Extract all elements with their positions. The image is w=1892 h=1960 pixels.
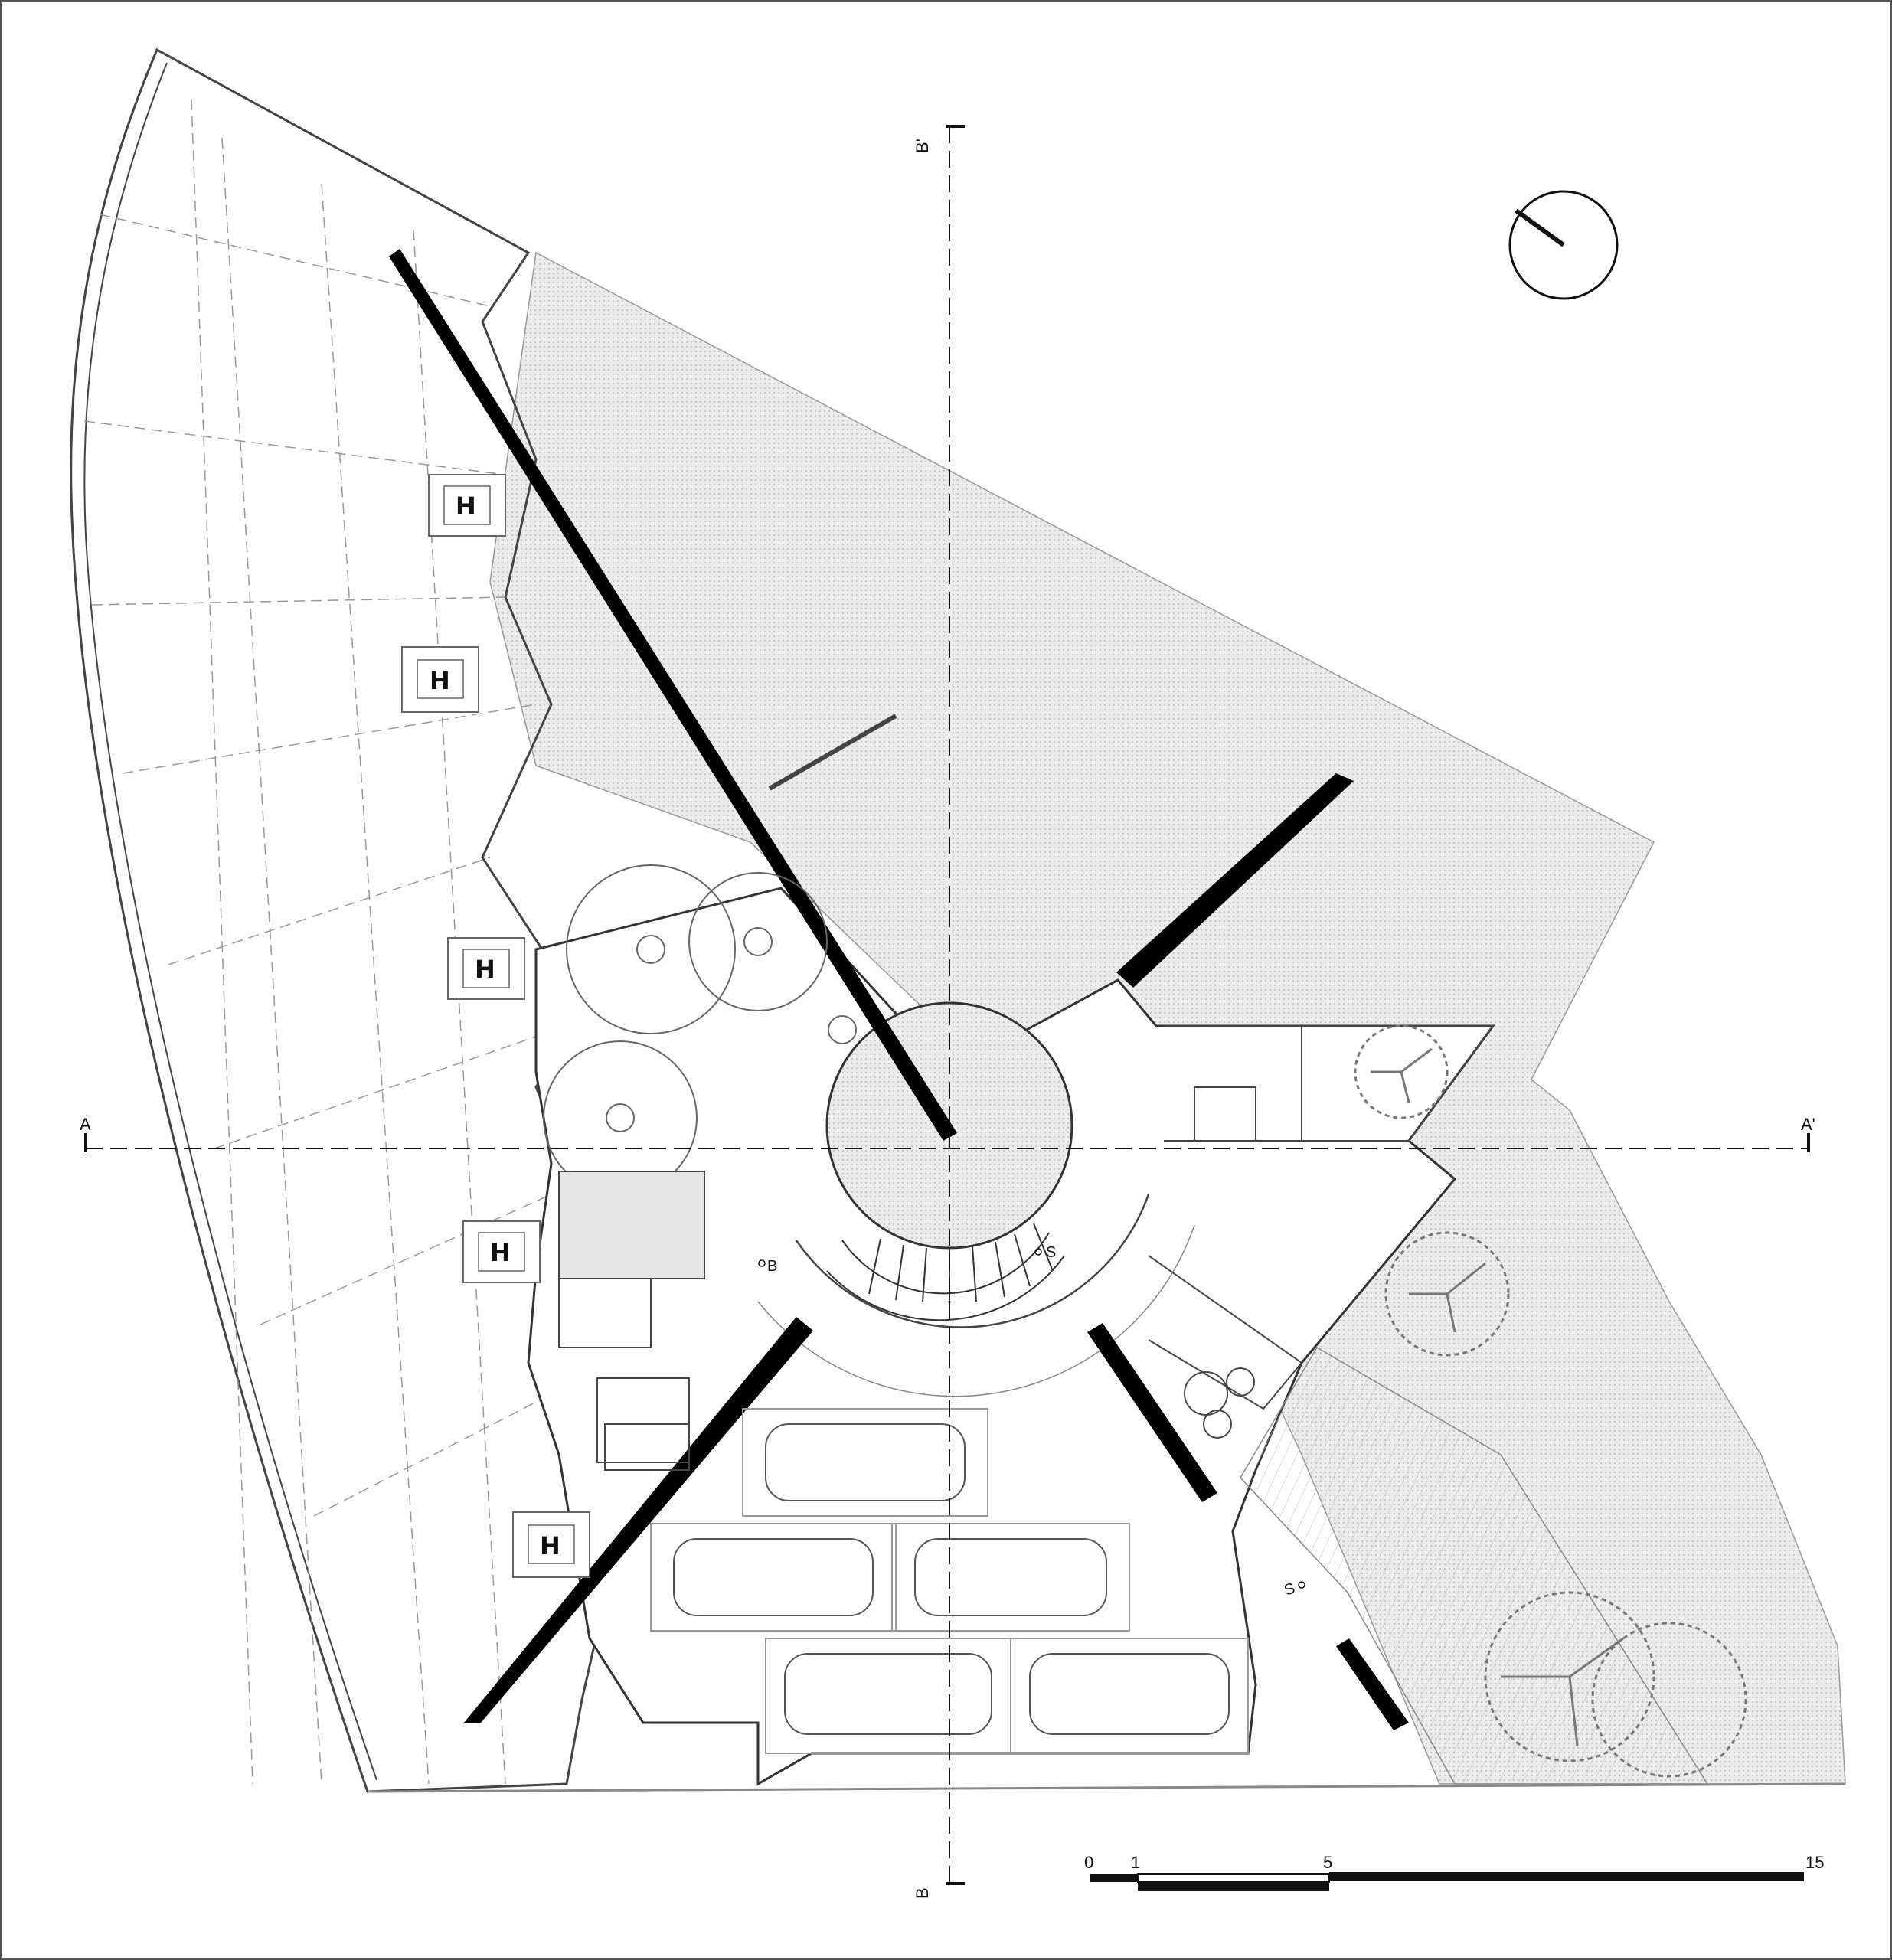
round-elements xyxy=(543,864,857,1195)
ring-corridor xyxy=(795,1194,1150,1328)
scale-bar: 0 1 5 15 xyxy=(1084,1853,1824,1891)
svg-text:H: H xyxy=(456,492,476,521)
north-arrow xyxy=(1508,190,1619,300)
ring-corridor-outer xyxy=(757,1224,1195,1397)
service-stair-mark: B xyxy=(767,1258,777,1275)
hydrant-marker: H xyxy=(462,1220,541,1283)
garden-area xyxy=(489,251,1846,1785)
hydrant-marker: H xyxy=(512,1511,590,1578)
svg-text:H: H xyxy=(475,955,495,984)
svg-text:H: H xyxy=(430,666,450,695)
terrace-inner-edge xyxy=(83,62,377,1781)
section-a-end-label: A' xyxy=(1801,1115,1815,1134)
svg-text:H: H xyxy=(490,1238,511,1267)
scale-tick-5: 5 xyxy=(1323,1853,1332,1872)
trees xyxy=(1354,1024,1747,1778)
hydrant-marker: H xyxy=(401,646,479,713)
scale-tick-1: 1 xyxy=(1131,1853,1140,1872)
scale-tick-15: 15 xyxy=(1805,1853,1824,1872)
garage-cars xyxy=(650,1408,1249,1754)
section-b-end-label: B' xyxy=(913,139,932,153)
hydrant-marker: H xyxy=(447,937,525,1000)
ramp-mark: S xyxy=(1282,1579,1297,1599)
terrace-outline xyxy=(70,47,622,1793)
west-wing-rooms xyxy=(558,1171,705,1471)
site-boundary xyxy=(367,1782,1846,1793)
hydrant-marker: H xyxy=(428,474,506,537)
section-a-start-label: A xyxy=(80,1115,91,1134)
structural-walls xyxy=(389,249,1409,1730)
garden-wall xyxy=(768,714,897,791)
main-stair-mark: S xyxy=(1046,1244,1056,1261)
hydrant-markers: H H H H H xyxy=(401,474,590,1578)
svg-text:H: H xyxy=(540,1531,560,1560)
section-b-start-label: B xyxy=(913,1887,932,1899)
scale-tick-0: 0 xyxy=(1084,1853,1093,1872)
